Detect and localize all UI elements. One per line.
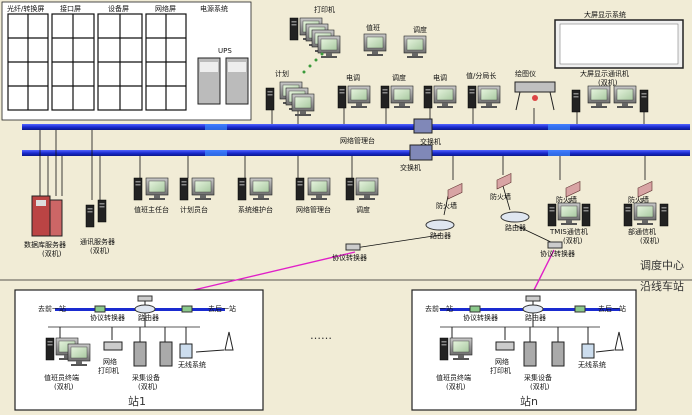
station1-collect: 采集设备 <box>132 374 160 382</box>
ws-label-1: 值班主任台 <box>134 206 169 214</box>
station-n-radio: 无线系统 <box>578 361 606 369</box>
cabinet-label-5: 电源系统 <box>200 5 228 13</box>
planning-label: 计划 <box>275 70 289 78</box>
lan-bus-b <box>22 150 690 156</box>
dispatch-label-top: 调度 <box>413 26 427 34</box>
gateway-machines <box>547 202 669 227</box>
cabinet-label-1: 光纤/转换屏 <box>7 5 45 13</box>
comm-server-icon <box>85 199 107 228</box>
telecom-label-2: 电调 <box>433 74 447 82</box>
fw-a-label: 防火墙 <box>556 196 577 204</box>
db-server-icon <box>31 195 63 237</box>
cabinet-label-4: 网络屏 <box>155 5 176 13</box>
ws-label-4: 网络管理台 <box>296 206 331 214</box>
cabinet-label-3: 设备屏 <box>108 5 129 13</box>
station1-duty: 值班员终端 <box>44 374 79 382</box>
station1-protocol: 协议转换器 <box>90 314 125 322</box>
station-n-collect-sub: (双机) <box>530 383 550 391</box>
protocol-left-icon <box>345 243 361 251</box>
station1-printer-sub: 打印机 <box>98 367 119 375</box>
station-n-collect: 采集设备 <box>524 374 552 382</box>
router-right-label: 路由器 <box>505 224 526 232</box>
cabinet-label-2: 接口屏 <box>60 5 81 13</box>
station-n-next: 去后一站 <box>598 305 626 313</box>
db-server-label: 数据库服务器 <box>24 241 66 249</box>
station1-router: 路由器 <box>138 314 159 322</box>
dept-label: 部通信机 <box>628 228 656 236</box>
station-n-title: 站n <box>520 395 538 408</box>
ups-units <box>197 57 249 105</box>
drop-lines <box>39 108 646 249</box>
station1-next: 去后一站 <box>208 305 236 313</box>
station1-collect-sub: (双机) <box>138 383 158 391</box>
firewall-icons <box>447 173 653 200</box>
station-n-protocol: 协议转换器 <box>463 314 498 322</box>
comm-server-label: 通讯服务器 <box>80 238 115 246</box>
lan-bus-a <box>22 124 690 130</box>
switch-top-label: 交换机 <box>420 138 441 146</box>
station1-title: 站1 <box>128 395 146 408</box>
screen-controller-label: 大屏显示通讯机 <box>580 70 629 78</box>
tms-sub: (双机) <box>563 237 583 245</box>
zone-line-label: 沿线车站 <box>640 280 684 293</box>
dots-label: …… <box>310 329 332 342</box>
station-n-prev: 去前一站 <box>425 305 453 313</box>
station-n-devices <box>439 295 624 367</box>
bottom-workstations <box>133 177 379 201</box>
plotter-icon <box>514 81 556 111</box>
printer-label: 打印机 <box>314 6 335 14</box>
wireless-dots <box>302 52 324 74</box>
fw-b-label: 防火墙 <box>628 196 649 204</box>
switch-mid-icon <box>409 144 433 161</box>
dispatch-label-2: 调度 <box>392 74 406 82</box>
plotter-label: 绘图仪 <box>515 70 536 78</box>
station1-duty-sub: (双机) <box>54 383 74 391</box>
db-server-sub: (双机) <box>42 250 62 258</box>
station-n-printer-sub: 打印机 <box>490 367 511 375</box>
station-master-label: 值/分局长 <box>466 72 497 80</box>
router-left-icon <box>425 219 455 231</box>
cabinet-racks <box>7 13 187 111</box>
station1-devices <box>45 295 234 367</box>
duty-label: 值班 <box>366 24 380 32</box>
station-n-duty-sub: (双机) <box>446 383 466 391</box>
fw-mid-label: 防火墙 <box>490 193 511 201</box>
zone-center-label: 调度中心 <box>640 259 684 272</box>
ws-label-5: 调度 <box>356 206 370 214</box>
screen-system-label: 大屏显示系统 <box>584 11 626 19</box>
dept-sub: (双机) <box>640 237 660 245</box>
switch-mid-label: 交换机 <box>400 164 421 172</box>
fw-left-label: 防火墙 <box>436 202 457 210</box>
protocol-right-icon <box>547 241 563 249</box>
station-n-router: 路由器 <box>525 314 546 322</box>
lan-hub-label: 网络管理台 <box>340 137 375 145</box>
tms-label: TMIS通信机 <box>550 228 588 236</box>
protocol-right-label: 协议转换器 <box>540 250 575 258</box>
router-left-label: 路由器 <box>430 232 451 240</box>
telecom-label: 电调 <box>346 74 360 82</box>
station1-printer: 网络 <box>103 358 117 366</box>
station-n-duty: 值班员终端 <box>436 374 471 382</box>
ups-label: UPS <box>218 47 232 55</box>
ws-label-2: 计划员台 <box>180 206 208 214</box>
screen-controller-sub: (双机) <box>598 79 618 87</box>
ws-label-3: 系统维护台 <box>238 206 273 214</box>
protocol-left-label: 协议转换器 <box>332 254 367 262</box>
router-right-icon <box>500 211 530 223</box>
station1-prev: 去前一站 <box>38 305 66 313</box>
station1-radio: 无线系统 <box>178 361 206 369</box>
switch-top-icon <box>413 118 433 134</box>
comm-server-sub: (双机) <box>90 247 110 255</box>
station-n-printer: 网络 <box>495 358 509 366</box>
